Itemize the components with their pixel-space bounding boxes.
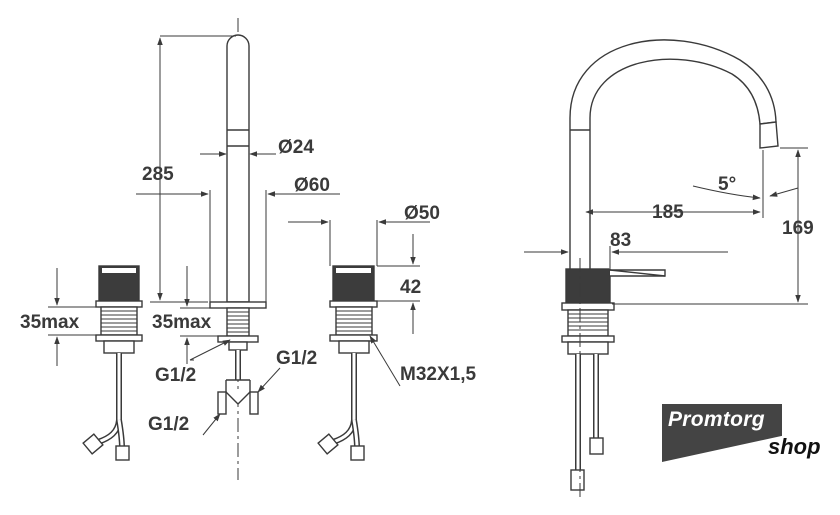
dim-g12-left: G1/2 [155, 365, 196, 386]
right-valve [317, 265, 378, 461]
logo-name: Promtorg [668, 408, 765, 431]
dim-angle: 5° [718, 174, 736, 195]
dim-g12-right: G1/2 [276, 348, 317, 369]
dim-height-169: 169 [782, 218, 814, 239]
dim-reach-185: 185 [652, 202, 684, 223]
dim-handle-height: 42 [400, 277, 421, 298]
dim-base-dia: Ø60 [294, 175, 330, 196]
dimension-labels: 285 Ø24 Ø60 Ø50 42 35max 35max M32X1,5 G… [20, 137, 814, 435]
dim-285: 285 [142, 164, 174, 185]
dim-35max-left: 35max [20, 312, 80, 333]
dim-width-83: 83 [610, 230, 631, 251]
side-view-spout [561, 39, 779, 500]
dim-thread-m32: M32X1,5 [400, 364, 476, 385]
dim-g12-bottom: G1/2 [148, 414, 189, 435]
logo-suffix: shop [768, 434, 821, 459]
center-spout-front [209, 18, 267, 480]
dimension-lines [48, 35, 808, 436]
left-valve [82, 265, 143, 461]
dim-35max-mid: 35max [152, 312, 212, 333]
dim-spout-dia: Ø24 [278, 137, 314, 158]
promtorg-logo: Promtorg shop [662, 404, 821, 462]
dim-handle-dia: Ø50 [404, 203, 440, 224]
